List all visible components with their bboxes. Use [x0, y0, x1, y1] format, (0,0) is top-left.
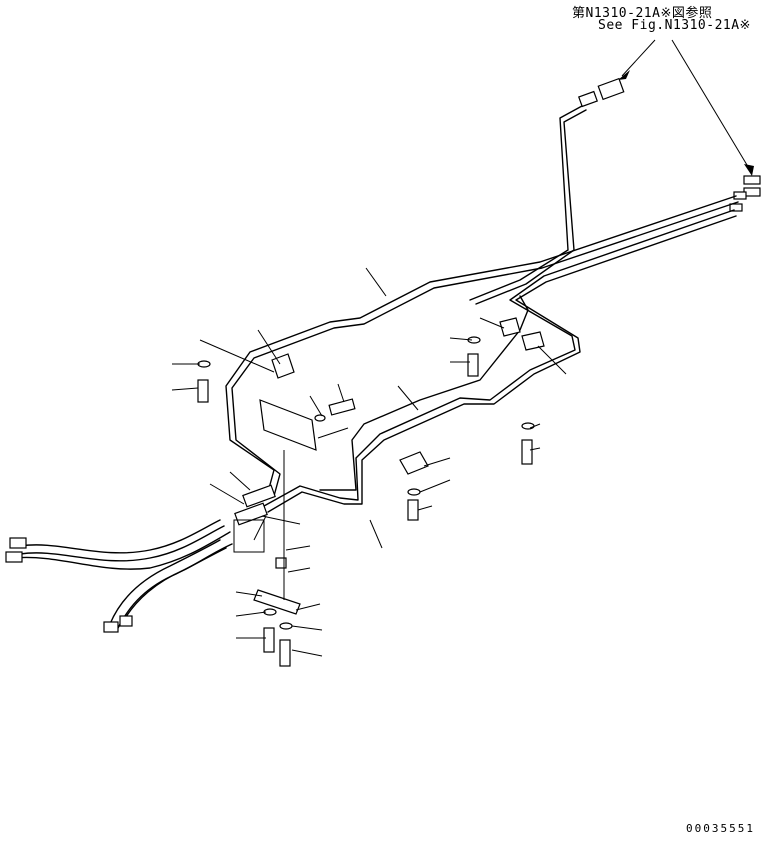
hydraulic-tubes	[225, 105, 739, 513]
reference-arrows	[618, 39, 754, 176]
flexible-hoses	[5, 484, 276, 633]
clamps	[253, 317, 545, 615]
document-number: 00035551	[686, 822, 755, 835]
leader-lines	[171, 267, 567, 657]
figure-reference-japanese: 第N1310-21A※図参照	[572, 6, 713, 21]
bolts-washers	[197, 336, 535, 667]
figure-reference-english: See Fig.N1310-21A※	[598, 18, 751, 33]
upper-fittings	[578, 77, 761, 212]
